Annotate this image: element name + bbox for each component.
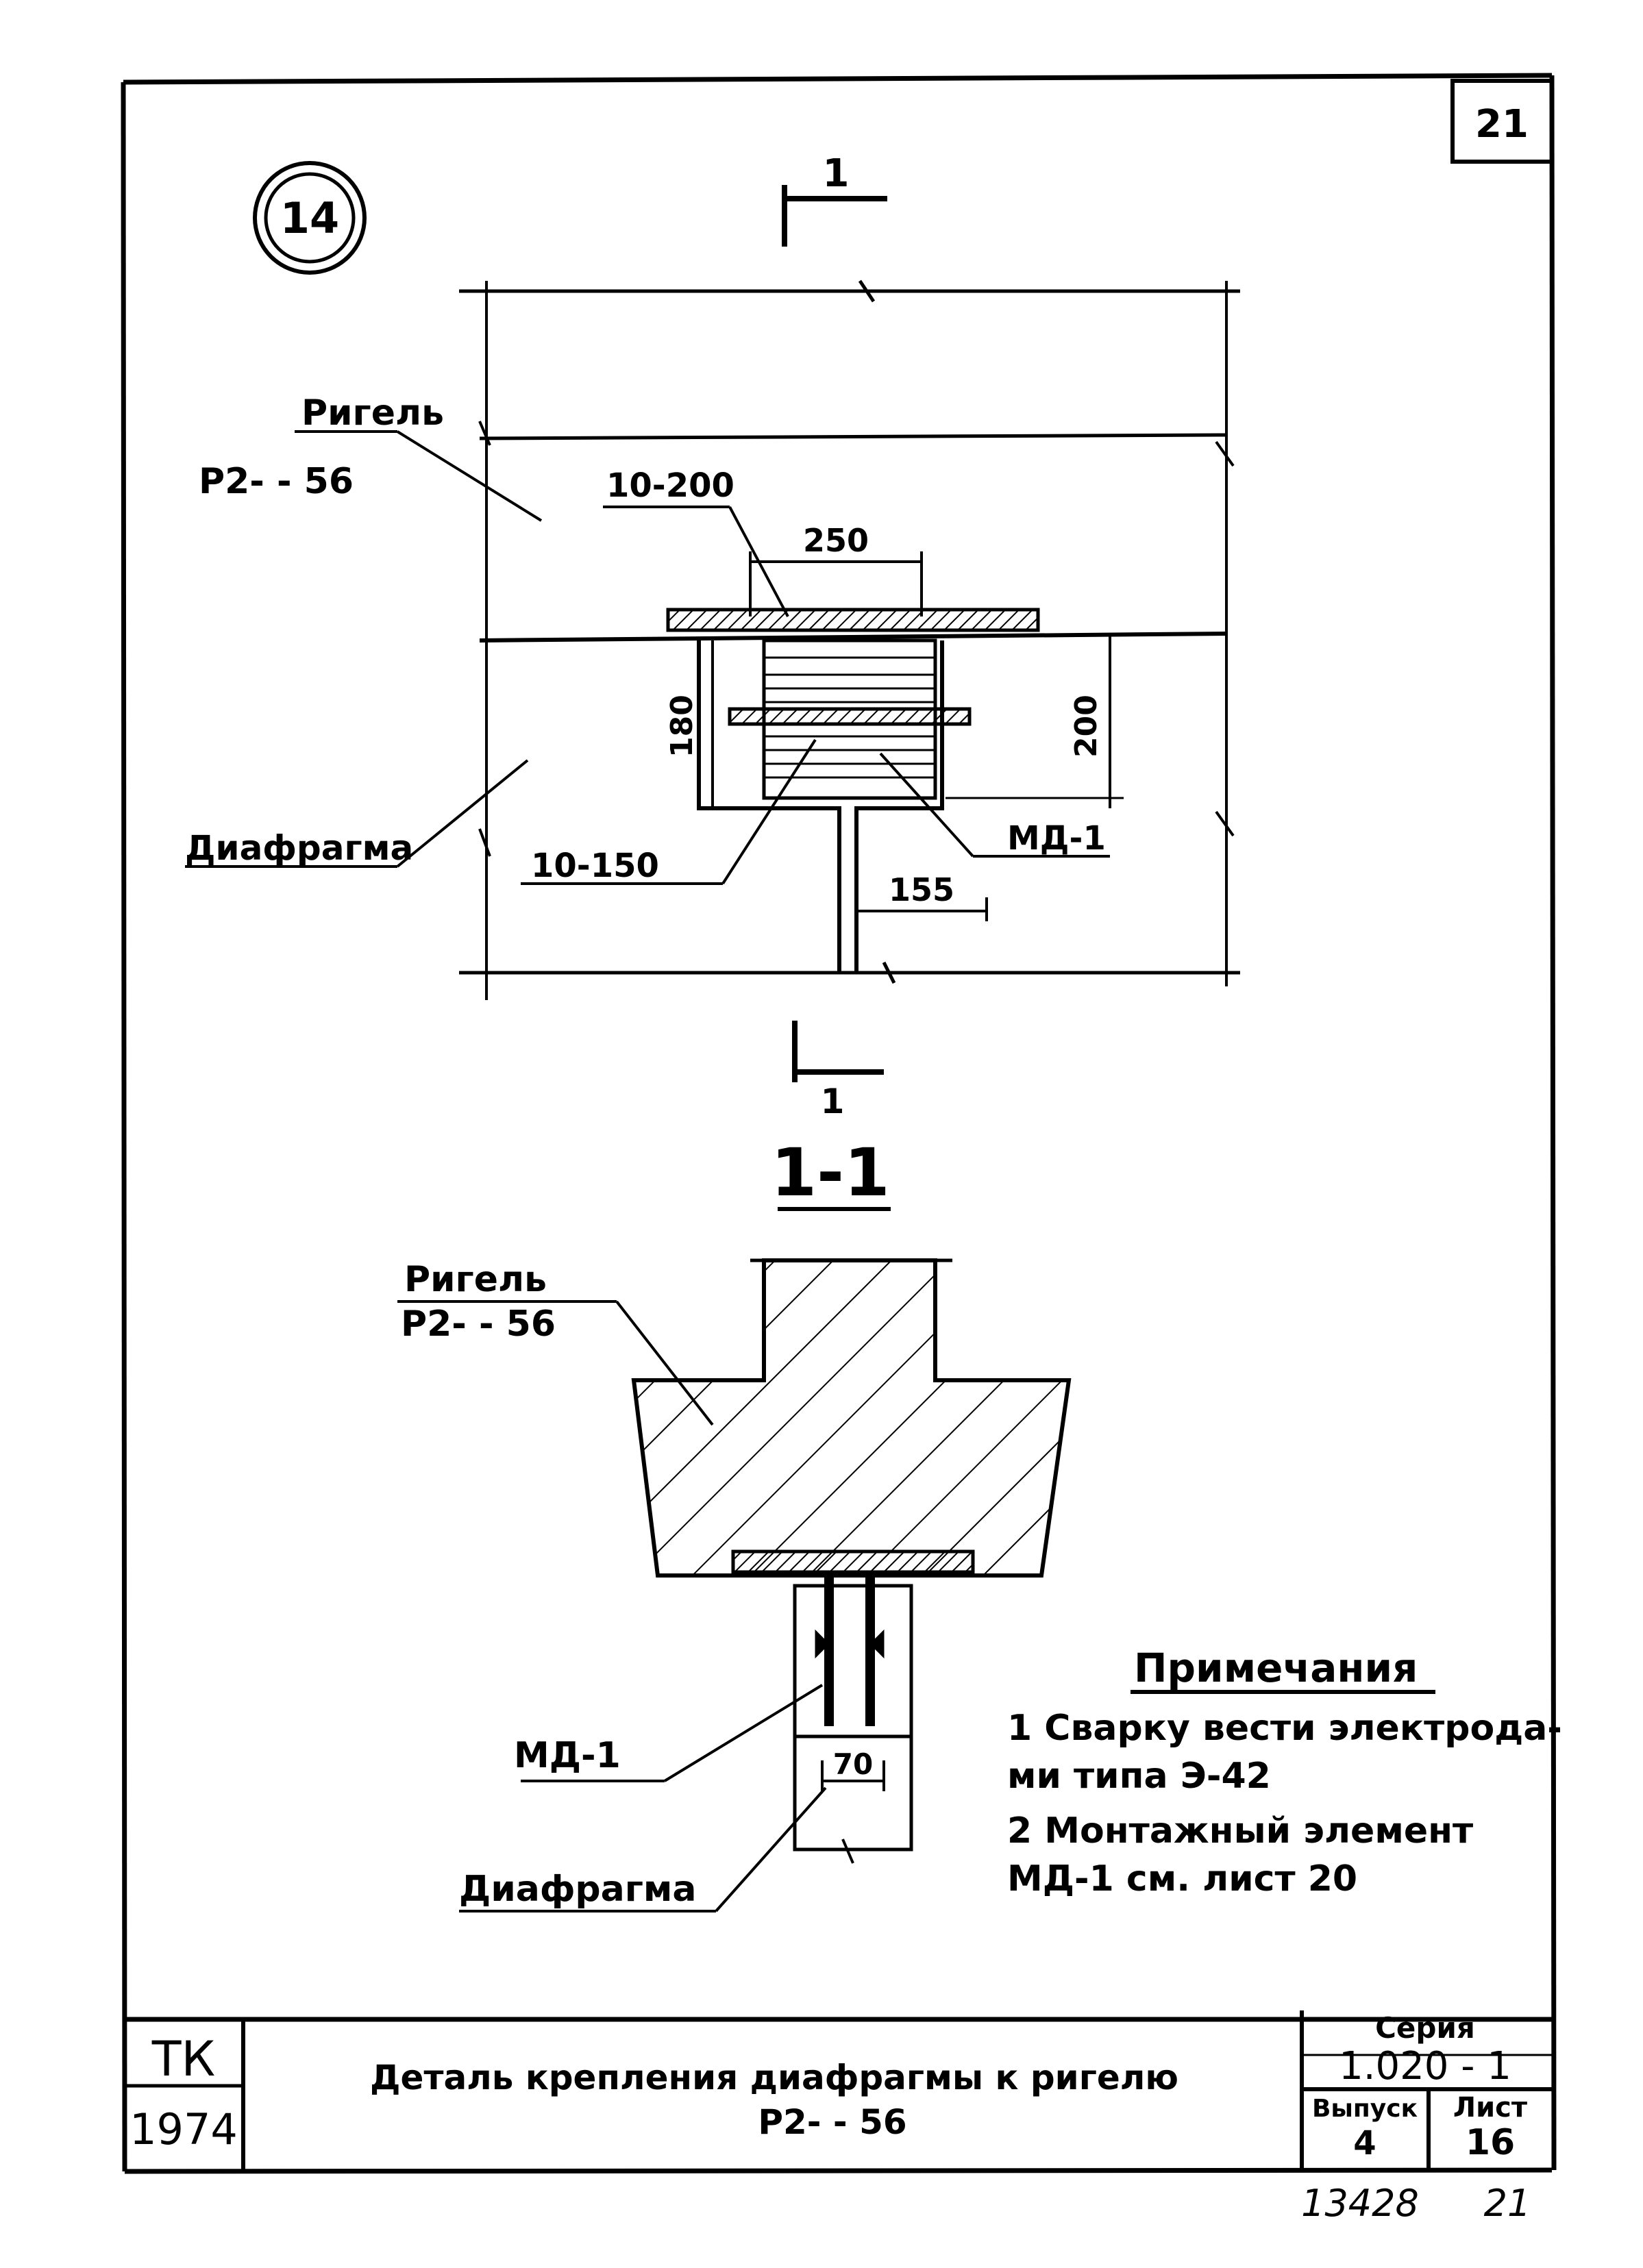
title-block-issue-value: 4 <box>1353 2124 1376 2163</box>
plan-rigel-label: Ригель <box>301 392 444 434</box>
section-dim-70: 70 <box>833 1747 873 1781</box>
plan-dim-250: 250 <box>803 522 869 559</box>
section-diaphragm-label: Диафрагма <box>459 1869 697 1910</box>
title-block-series-label: Серия <box>1375 2011 1475 2045</box>
notes-line-2: ми типа Э-42 <box>1007 1756 1271 1797</box>
detail-marker: 14 <box>253 161 367 275</box>
footer-left-number: 13428 <box>1301 2182 1419 2225</box>
detail-marker-number: 14 <box>280 193 339 243</box>
title-block-org: ТК <box>151 2031 215 2087</box>
title-block-issue-label: Выпуск <box>1312 2095 1418 2123</box>
plan-rigel-mark: Р2- - 56 <box>199 461 354 502</box>
title-block-year: 1974 <box>129 2104 238 2154</box>
plan-weld-bottom: 10-150 <box>531 847 659 885</box>
plan-weld-top: 10-200 <box>606 466 734 505</box>
section-cut-top-label: 1 <box>823 151 850 196</box>
section-rigel-label: Ригель <box>404 1259 547 1300</box>
section-element-md: МД-1 <box>514 1735 621 1776</box>
sheet-frame <box>121 73 1557 2174</box>
plan-dim-200: 200 <box>1069 695 1104 758</box>
title-block-sheet-value: 16 <box>1466 2122 1515 2163</box>
section-rigel-mark: Р2- - 56 <box>401 1304 556 1345</box>
section-cut-bottom <box>792 1021 884 1082</box>
title-block <box>125 2010 1554 2171</box>
section-cut-bottom-label: 1 <box>821 1082 845 1121</box>
plan-element-md: МД-1 <box>1007 819 1106 858</box>
plan-dim-155: 155 <box>889 871 954 908</box>
plan-diaphragm-label: Диафрагма <box>185 828 413 868</box>
notes-line-4: МД-1 см. лист 20 <box>1007 1858 1357 1899</box>
plan-dim-180: 180 <box>665 695 700 758</box>
notes-heading: Примечания <box>1134 1645 1418 1691</box>
notes-line-3: 2 Монтажный элемент <box>1007 1810 1473 1852</box>
title-block-series-value: 1.020 - 1 <box>1339 2044 1511 2089</box>
title-block-sheet-label: Лист <box>1453 2092 1528 2123</box>
title-block-title-2: Р2- - 56 <box>758 2102 906 2142</box>
page-number-box: 21 <box>1450 79 1554 164</box>
section-view <box>397 1258 1072 1912</box>
title-block-title-1: Деталь крепления диафрагмы к ригелю <box>370 2058 1178 2097</box>
page-number: 21 <box>1475 102 1529 147</box>
section-cut-top <box>782 185 887 247</box>
notes-block: Примечания 1 Сварку вести электрода- ми … <box>1007 1645 1562 1899</box>
footer-right-number: 21 <box>1484 2182 1531 2225</box>
plan-view <box>185 279 1240 1000</box>
section-title: 1-1 <box>771 1134 889 1211</box>
notes-line-1: 1 Сварку вести электрода- <box>1007 1708 1562 1749</box>
